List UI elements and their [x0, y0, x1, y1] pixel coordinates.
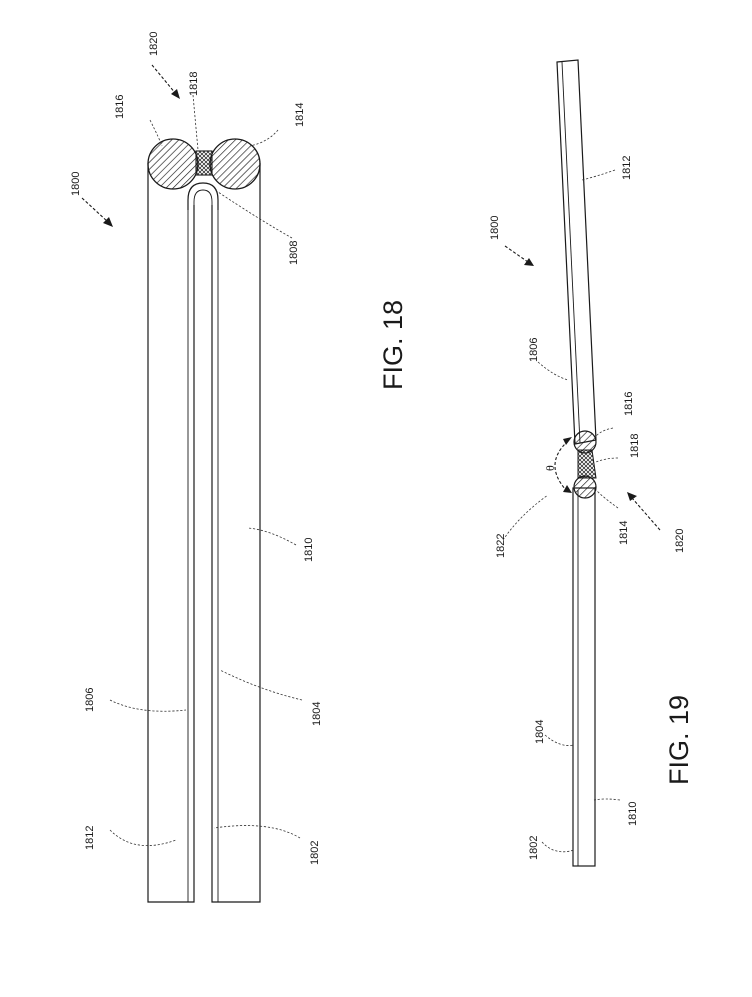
- arrow-1820-fig19: [631, 497, 661, 531]
- leader-1808: [214, 189, 293, 239]
- leader-1816: [149, 119, 163, 147]
- figure-18-label: FIG. 18: [378, 300, 408, 390]
- ref-1806: 1806: [84, 688, 96, 712]
- ref-1818-fig19: 1818: [629, 434, 641, 458]
- ref-1804-fig19: 1804: [534, 720, 546, 744]
- ref-1808: 1808: [288, 241, 300, 265]
- ref-1800: 1800: [70, 172, 82, 196]
- leader-1822: [502, 494, 549, 541]
- ref-1814: 1814: [294, 103, 306, 127]
- ref-1802-fig19: 1802: [528, 836, 540, 860]
- panel-1812-outline: [147, 163, 195, 903]
- leader-1816-fig19: [595, 427, 614, 437]
- leader-1802: [213, 825, 301, 839]
- panel-1812-tilted: [556, 59, 597, 445]
- leader-1814-fig19: [595, 489, 619, 509]
- leader-1812: [109, 829, 177, 846]
- ref-1802: 1802: [309, 841, 321, 865]
- figure-19-label: FIG. 19: [664, 695, 694, 785]
- angle-arc-head-top: [563, 437, 572, 445]
- hinge-1814: [209, 138, 261, 190]
- leader-1818: [192, 94, 199, 151]
- ref-1806-fig19: 1806: [528, 338, 540, 362]
- figure-18: 1800 1820 1816 1818 1814 1808 1810 1804 …: [70, 32, 408, 903]
- arrow-1800-fig19-head: [524, 258, 534, 266]
- panel-1810-outline: [211, 163, 261, 903]
- ref-1804: 1804: [311, 702, 323, 726]
- arrow-1800-head: [103, 217, 113, 227]
- leader-1806: [109, 699, 187, 712]
- angle-arc-1822: [554, 440, 569, 491]
- leader-1804: [219, 669, 303, 701]
- ref-1818: 1818: [188, 72, 200, 96]
- ref-1814-fig19: 1814: [618, 521, 630, 545]
- figure-19: θ 1800 1812 1806 1816 1818 1814 1820 182…: [489, 59, 694, 867]
- connector-1818: [195, 150, 213, 176]
- fold-1808-inner: [193, 189, 213, 210]
- leader-1814: [249, 129, 279, 147]
- ref-1810-fig19: 1810: [627, 802, 639, 826]
- ref-1816: 1816: [114, 95, 126, 119]
- fold-1808: [187, 182, 219, 210]
- arrow-1820-fig19-head: [627, 492, 637, 501]
- panel-1810-lower: [572, 487, 596, 867]
- leader-1806-fig19: [537, 361, 569, 381]
- ref-1822: 1822: [495, 534, 507, 558]
- arrow-1820-head: [171, 89, 180, 99]
- ref-1820: 1820: [148, 32, 160, 56]
- angle-theta: θ: [543, 465, 557, 471]
- leader-1818-fig19: [595, 457, 619, 463]
- ref-1800-fig19: 1800: [489, 216, 501, 240]
- leader-1812-fig19: [581, 169, 616, 181]
- hinge-1816: [147, 138, 199, 190]
- hinge-1814-fig19: [573, 475, 597, 499]
- connector-1818-fig19: [577, 449, 597, 479]
- ref-1820-fig19: 1820: [674, 529, 686, 553]
- arrow-1800: [81, 197, 109, 223]
- ref-1812-fig19: 1812: [621, 156, 633, 180]
- arrow-1820: [151, 64, 177, 95]
- leader-1810-fig19: [593, 798, 621, 801]
- leader-1810: [247, 527, 297, 546]
- ref-1816-fig19: 1816: [623, 392, 635, 416]
- ref-1812: 1812: [84, 826, 96, 850]
- leader-1802-fig19: [541, 841, 575, 853]
- leader-1804-fig19: [544, 734, 575, 746]
- layer-1806-tilted: [561, 61, 581, 444]
- arrow-1800-fig19: [504, 245, 529, 263]
- angle-arc-head-bottom: [563, 485, 572, 493]
- ref-1810: 1810: [303, 538, 315, 562]
